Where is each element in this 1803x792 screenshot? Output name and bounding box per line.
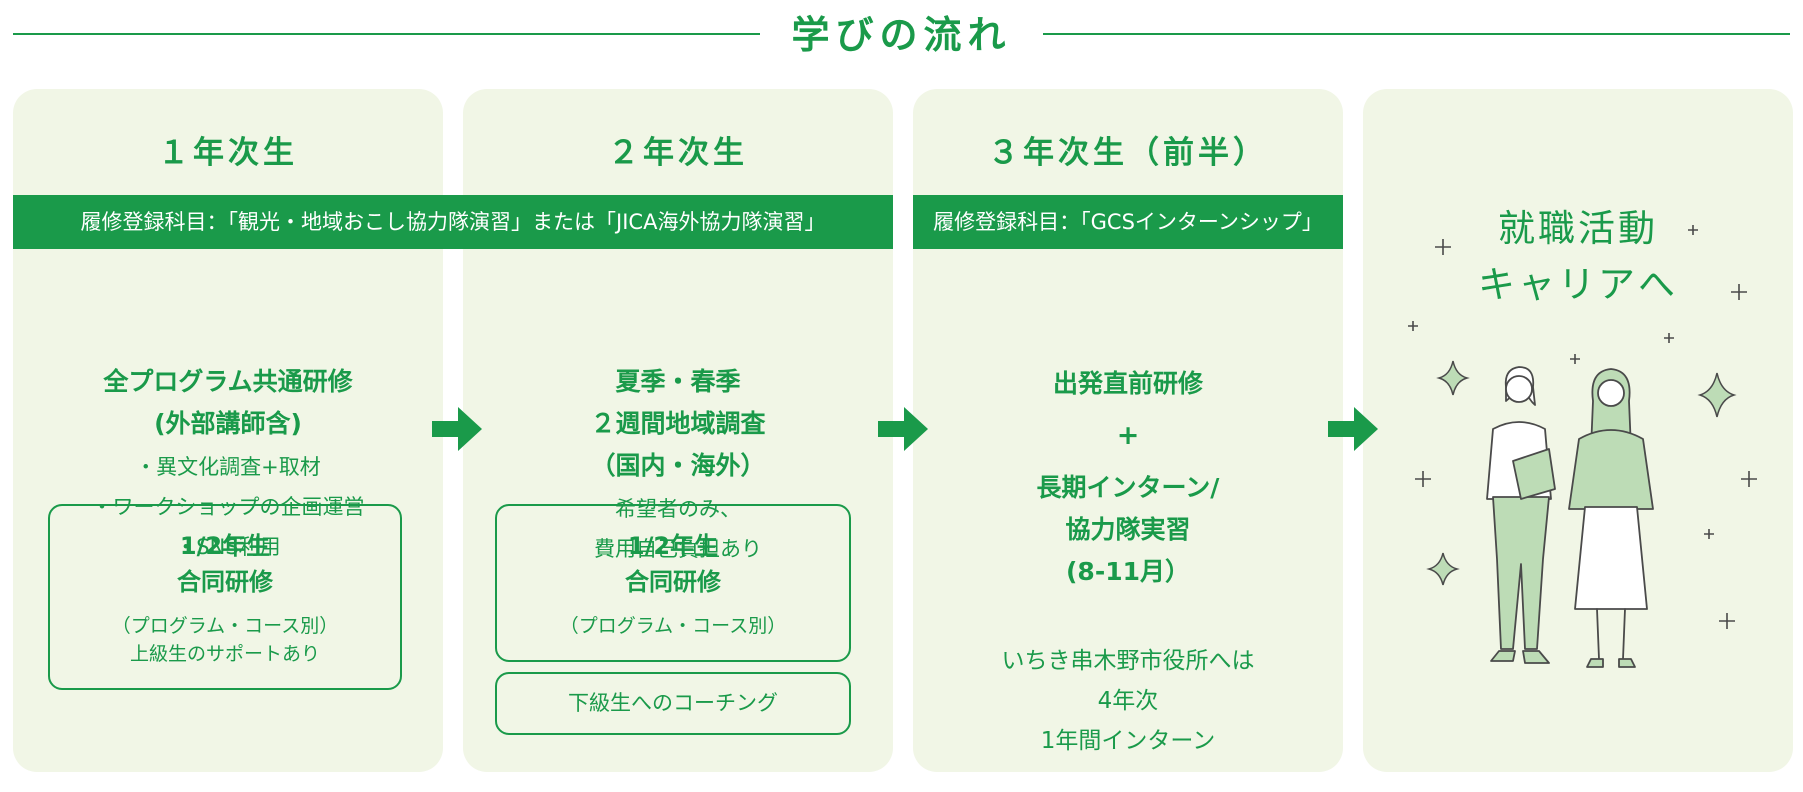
year1-heading-line: (外部講師含): [154, 409, 302, 438]
year3-line: 出発直前研修: [1052, 369, 1203, 398]
card-career: 就職活動 キャリアへ: [1363, 89, 1793, 772]
year2-note-line: 費用自己負担あり: [594, 537, 762, 561]
year3-title: ３年次生（前半）: [988, 135, 1268, 171]
year1-heading: 全プログラム共通研修 (外部講師含): [13, 361, 443, 445]
card-year1: １年次生 全プログラム共通研修 (外部講師含) ・異文化調査+取材 ・ワークショ…: [13, 89, 443, 772]
year3-line: (8-11月）: [1066, 557, 1190, 586]
career-line: キャリアへ: [1478, 263, 1678, 306]
title-line-right: [1043, 33, 1790, 35]
person-skirt: [1574, 506, 1648, 610]
year1-items: ・異文化調査+取材 ・ワークショップの企画運営 ・SNS利用: [13, 447, 443, 567]
year3-line: 長期インターン/: [1036, 473, 1220, 502]
year3-line: +: [1116, 420, 1140, 451]
joint-training-box-year1: 1/2年生 合同研修 （プログラム・コース別） 上級生のサポートあり: [48, 504, 402, 690]
sparkle-icon: [1719, 613, 1735, 629]
person-folder: [1512, 448, 1556, 500]
sparkle-icon: [1436, 360, 1470, 396]
sparkle-icon: [1570, 354, 1580, 364]
coaching-box: 下級生へのコーチング: [495, 672, 851, 735]
card-year2: ２年次生 夏季・春季 ２週間地域調査 （国内・海外） 希望者のみ、 費用自己負担…: [463, 89, 893, 772]
person-face: [1597, 379, 1625, 407]
person-face: [1505, 375, 1533, 403]
year3-note-line: 4年次: [1097, 688, 1159, 714]
year1-item: ・異文化調査+取材: [135, 455, 321, 479]
sparkle-icon: [1435, 239, 1451, 255]
title-line-left: [13, 33, 760, 35]
joint-training-box-year2: 1/2年生 合同研修 （プログラム・コース別）: [495, 504, 851, 662]
page-title: 学びの流れ: [791, 13, 1012, 57]
year3-lines: 出発直前研修 + 長期インターン/ 協力隊実習 (8-11月）: [913, 363, 1343, 593]
person-pants: [1492, 496, 1550, 650]
career-line: 就職活動: [1498, 207, 1658, 250]
sparkle-icon: [1408, 321, 1418, 331]
career-text: 就職活動 キャリアへ: [1363, 201, 1793, 313]
person-shoes: [1490, 650, 1550, 664]
year1-heading-line: 全プログラム共通研修: [103, 367, 353, 396]
arrow-right-icon: [432, 407, 482, 451]
title-row: 学びの流れ: [0, 0, 1803, 70]
course-band-year3: 履修登録科目：「GCSインターンシップ」: [913, 195, 1343, 249]
arrow-right-icon: [878, 407, 928, 451]
year3-note: いちき串木野市役所へは 4年次 1年間インターン: [913, 641, 1343, 761]
sparkle-icon: [1664, 333, 1674, 343]
year2-note: 希望者のみ、 費用自己負担あり: [463, 489, 893, 569]
joint-training-sub: （プログラム・コース別）: [559, 615, 787, 637]
year3-note-line: いちき串木野市役所へは: [1001, 648, 1255, 674]
year2-note-line: 希望者のみ、: [615, 497, 741, 521]
year2-heading-line: 夏季・春季: [615, 367, 741, 396]
sparkle-icon: [1426, 552, 1460, 586]
joint-training-title: 合同研修: [625, 568, 721, 596]
joint-training-title: 合同研修: [177, 568, 273, 596]
arrow-right-icon: [1328, 407, 1378, 451]
year2-heading-line: （国内・海外）: [590, 451, 766, 480]
course-band-year1-2: 履修登録科目：「観光・地域おこし協力隊演習」または「JICA海外協力隊演習」: [13, 195, 893, 249]
sparkle-icon: [1704, 529, 1714, 539]
sparkle-icon: [1697, 372, 1737, 418]
year3-line: 協力隊実習: [1065, 515, 1191, 544]
year2-heading-line: ２週間地域調査: [590, 409, 766, 438]
joint-training-title: 1/2年生: [179, 532, 271, 560]
person-shoes: [1586, 658, 1636, 668]
sparkle-icon: [1731, 284, 1747, 300]
joint-training-title: 1/2年生: [627, 532, 719, 560]
year2-title: ２年次生: [608, 135, 748, 171]
career-illustration: [1408, 225, 1757, 668]
year1-item: ・SNS利用: [175, 535, 281, 559]
person-legs: [1596, 608, 1626, 660]
year3-note-line: 1年間インターン: [1040, 728, 1216, 754]
year1-item: ・ワークショップの企画運営: [91, 495, 365, 519]
sparkle-icon: [1415, 471, 1431, 487]
year2-heading: 夏季・春季 ２週間地域調査 （国内・海外）: [463, 361, 893, 487]
joint-training-sub: 上級生のサポートあり: [129, 643, 320, 665]
coaching-label: 下級生へのコーチング: [568, 691, 778, 715]
card-year3: ３年次生（前半） 出発直前研修 + 長期インターン/ 協力隊実習 (8-11月）…: [913, 89, 1343, 772]
sparkle-icon: [1688, 225, 1698, 235]
year1-title: １年次生: [158, 135, 298, 171]
person-jacket: [1568, 429, 1654, 510]
sparkle-icon: [1741, 471, 1757, 487]
joint-training-sub: （プログラム・コース別）: [111, 615, 339, 637]
